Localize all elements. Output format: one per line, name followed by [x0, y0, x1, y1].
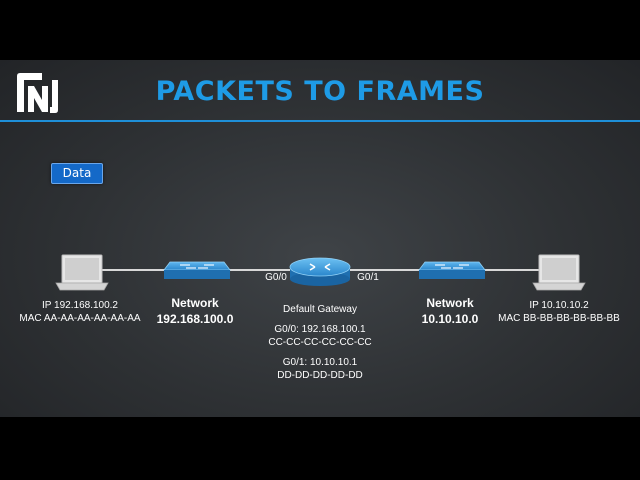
- left-network-label: Network: [171, 296, 219, 310]
- left-host-ip: IP 192.168.100.2: [42, 300, 118, 311]
- router-g00-ip: G0/0: 192.168.100.1: [274, 324, 366, 335]
- switch-icon: [418, 261, 486, 279]
- switch-icon: [163, 261, 231, 279]
- right-network-address: 10.10.10.0: [421, 312, 479, 326]
- left-host-mac: MAC AA-AA-AA-AA-AA-AA: [19, 313, 141, 324]
- laptop-icon: [532, 254, 586, 291]
- network-diagram: [55, 254, 586, 291]
- router-port-g00: G0/0: [265, 272, 287, 283]
- router-port-g01: G0/1: [357, 272, 379, 283]
- right-network-label: Network: [426, 296, 474, 310]
- title-divider: [0, 120, 640, 122]
- left-network-address: 192.168.100.0: [156, 312, 234, 326]
- netgate-logo-icon: [17, 73, 58, 113]
- slide-title: PACKETS TO FRAMES: [155, 76, 485, 107]
- laptop-icon: [55, 254, 109, 291]
- right-host-mac: MAC BB-BB-BB-BB-BB-BB: [498, 313, 620, 324]
- router-g01-mac: DD-DD-DD-DD-DD: [277, 370, 363, 381]
- slide: PACKETS TO FRAMES Data: [0, 60, 640, 417]
- data-chip: Data: [51, 163, 103, 184]
- router-g01-ip: G0/1: 10.10.10.1: [282, 357, 358, 368]
- router-g00-mac: CC-CC-CC-CC-CC-CC: [268, 337, 372, 348]
- right-host-ip: IP 10.10.10.2: [529, 300, 589, 311]
- router-caption: Default Gateway: [283, 304, 357, 315]
- router-icon: [289, 257, 351, 286]
